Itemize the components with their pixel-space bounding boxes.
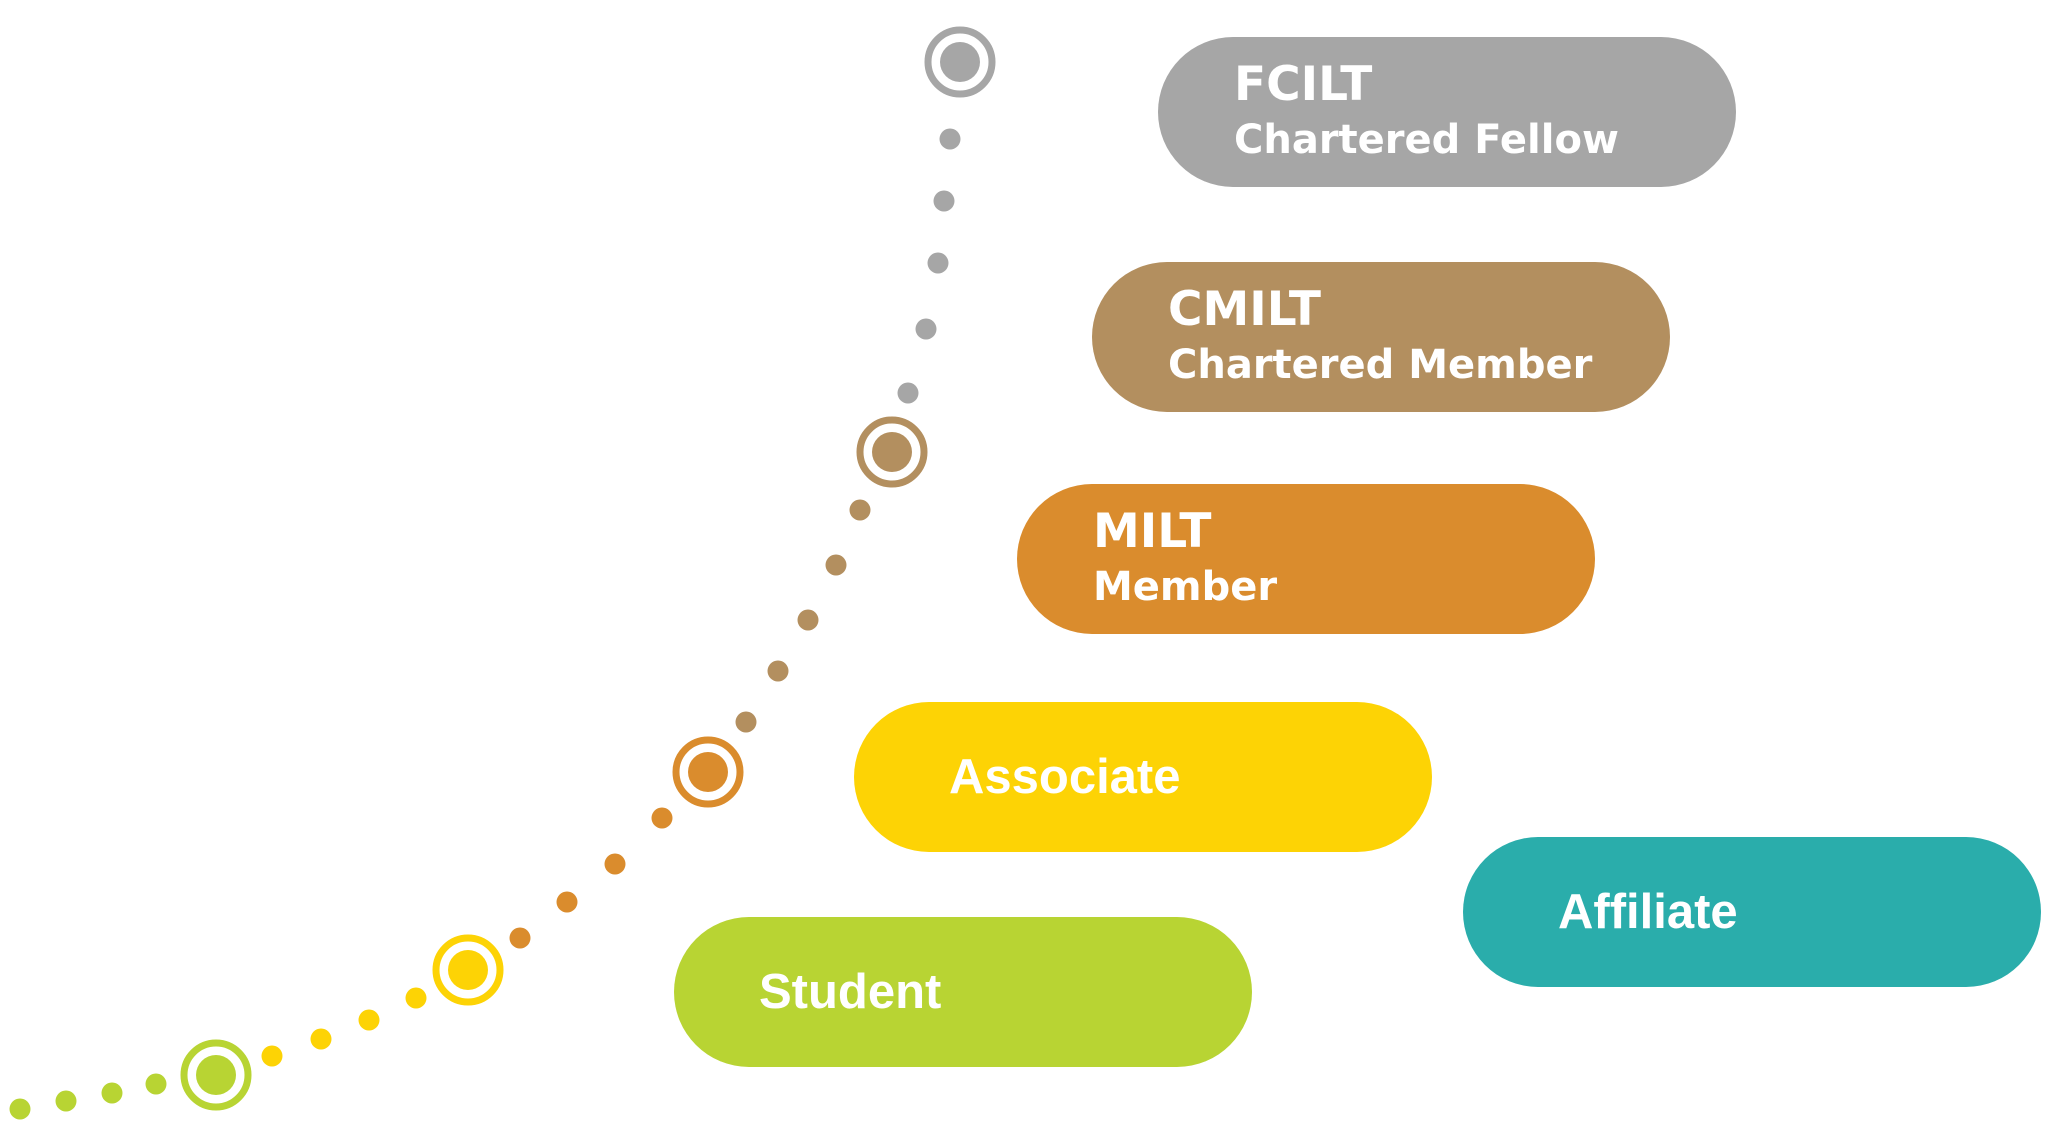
path-dot (9, 1098, 31, 1120)
path-dot (310, 1028, 332, 1050)
path-dot (849, 499, 871, 521)
grade-label-affiliate: Affiliate (1558, 885, 1738, 939)
path-dot (509, 927, 531, 949)
milestone-associate-icon (432, 934, 504, 1006)
path-dot (651, 807, 673, 829)
grade-code-cmilt: CMILT (1168, 282, 1321, 337)
path-dot (604, 853, 626, 875)
grade-pill-fcilt: FCILT Chartered Fellow (1158, 37, 1736, 187)
path-dot (927, 252, 949, 274)
milestone-fcilt-icon (924, 26, 996, 98)
path-dot (825, 554, 847, 576)
grade-pill-student: Student (674, 917, 1252, 1067)
path-dot (55, 1090, 77, 1112)
grade-code-fcilt: FCILT (1234, 57, 1373, 112)
path-dot (405, 987, 427, 1009)
grade-pill-milt: MILT Member (1017, 484, 1595, 634)
path-dot (915, 318, 937, 340)
grade-pill-affiliate: Affiliate (1463, 837, 2041, 987)
milestone-milt-icon (672, 736, 744, 808)
grade-title-fcilt: Chartered Fellow (1234, 117, 1619, 163)
path-dot (358, 1009, 380, 1031)
path-dot (261, 1045, 283, 1067)
path-dot (933, 190, 955, 212)
grade-title-cmilt: Chartered Member (1168, 342, 1593, 388)
grade-pill-associate: Associate (854, 702, 1432, 852)
milestone-cmilt-icon (856, 416, 928, 488)
path-dot (939, 128, 961, 150)
path-dot (556, 891, 578, 913)
grade-label-student: Student (759, 965, 942, 1019)
path-dot (897, 382, 919, 404)
path-dot (101, 1082, 123, 1104)
path-dot (767, 660, 789, 682)
grade-label-associate: Associate (949, 750, 1181, 804)
grade-code-milt: MILT (1093, 504, 1212, 559)
path-dot (797, 609, 819, 631)
path-dot (735, 711, 757, 733)
path-dot (145, 1073, 167, 1095)
grade-title-milt: Member (1093, 564, 1278, 610)
milestone-student-icon (180, 1039, 252, 1111)
grade-pill-cmilt: CMILT Chartered Member (1092, 262, 1670, 412)
